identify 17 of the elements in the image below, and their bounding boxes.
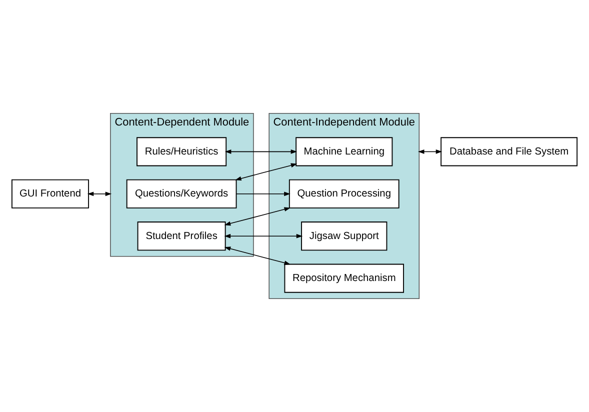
arrow	[87, 192, 112, 196]
arrow	[418, 149, 442, 154]
node-box: GUI Frontend	[11, 179, 90, 208]
arrow	[224, 246, 291, 265]
node-box: Repository Mechanism	[284, 264, 404, 293]
node-box: Database and File System	[440, 137, 578, 166]
arrow	[235, 163, 298, 181]
node-box: Machine Learning	[296, 137, 393, 166]
node-box: Questions/Keywords	[126, 179, 237, 208]
node-box: Rules/Heuristics	[136, 137, 227, 166]
node-box: Question Processing	[288, 179, 400, 208]
node-box: Jigsaw Support	[301, 222, 388, 251]
arrow	[224, 207, 291, 226]
node-box: Student Profiles	[137, 222, 226, 251]
arrow	[236, 192, 290, 196]
arrow	[224, 234, 303, 238]
arrow	[224, 149, 298, 154]
